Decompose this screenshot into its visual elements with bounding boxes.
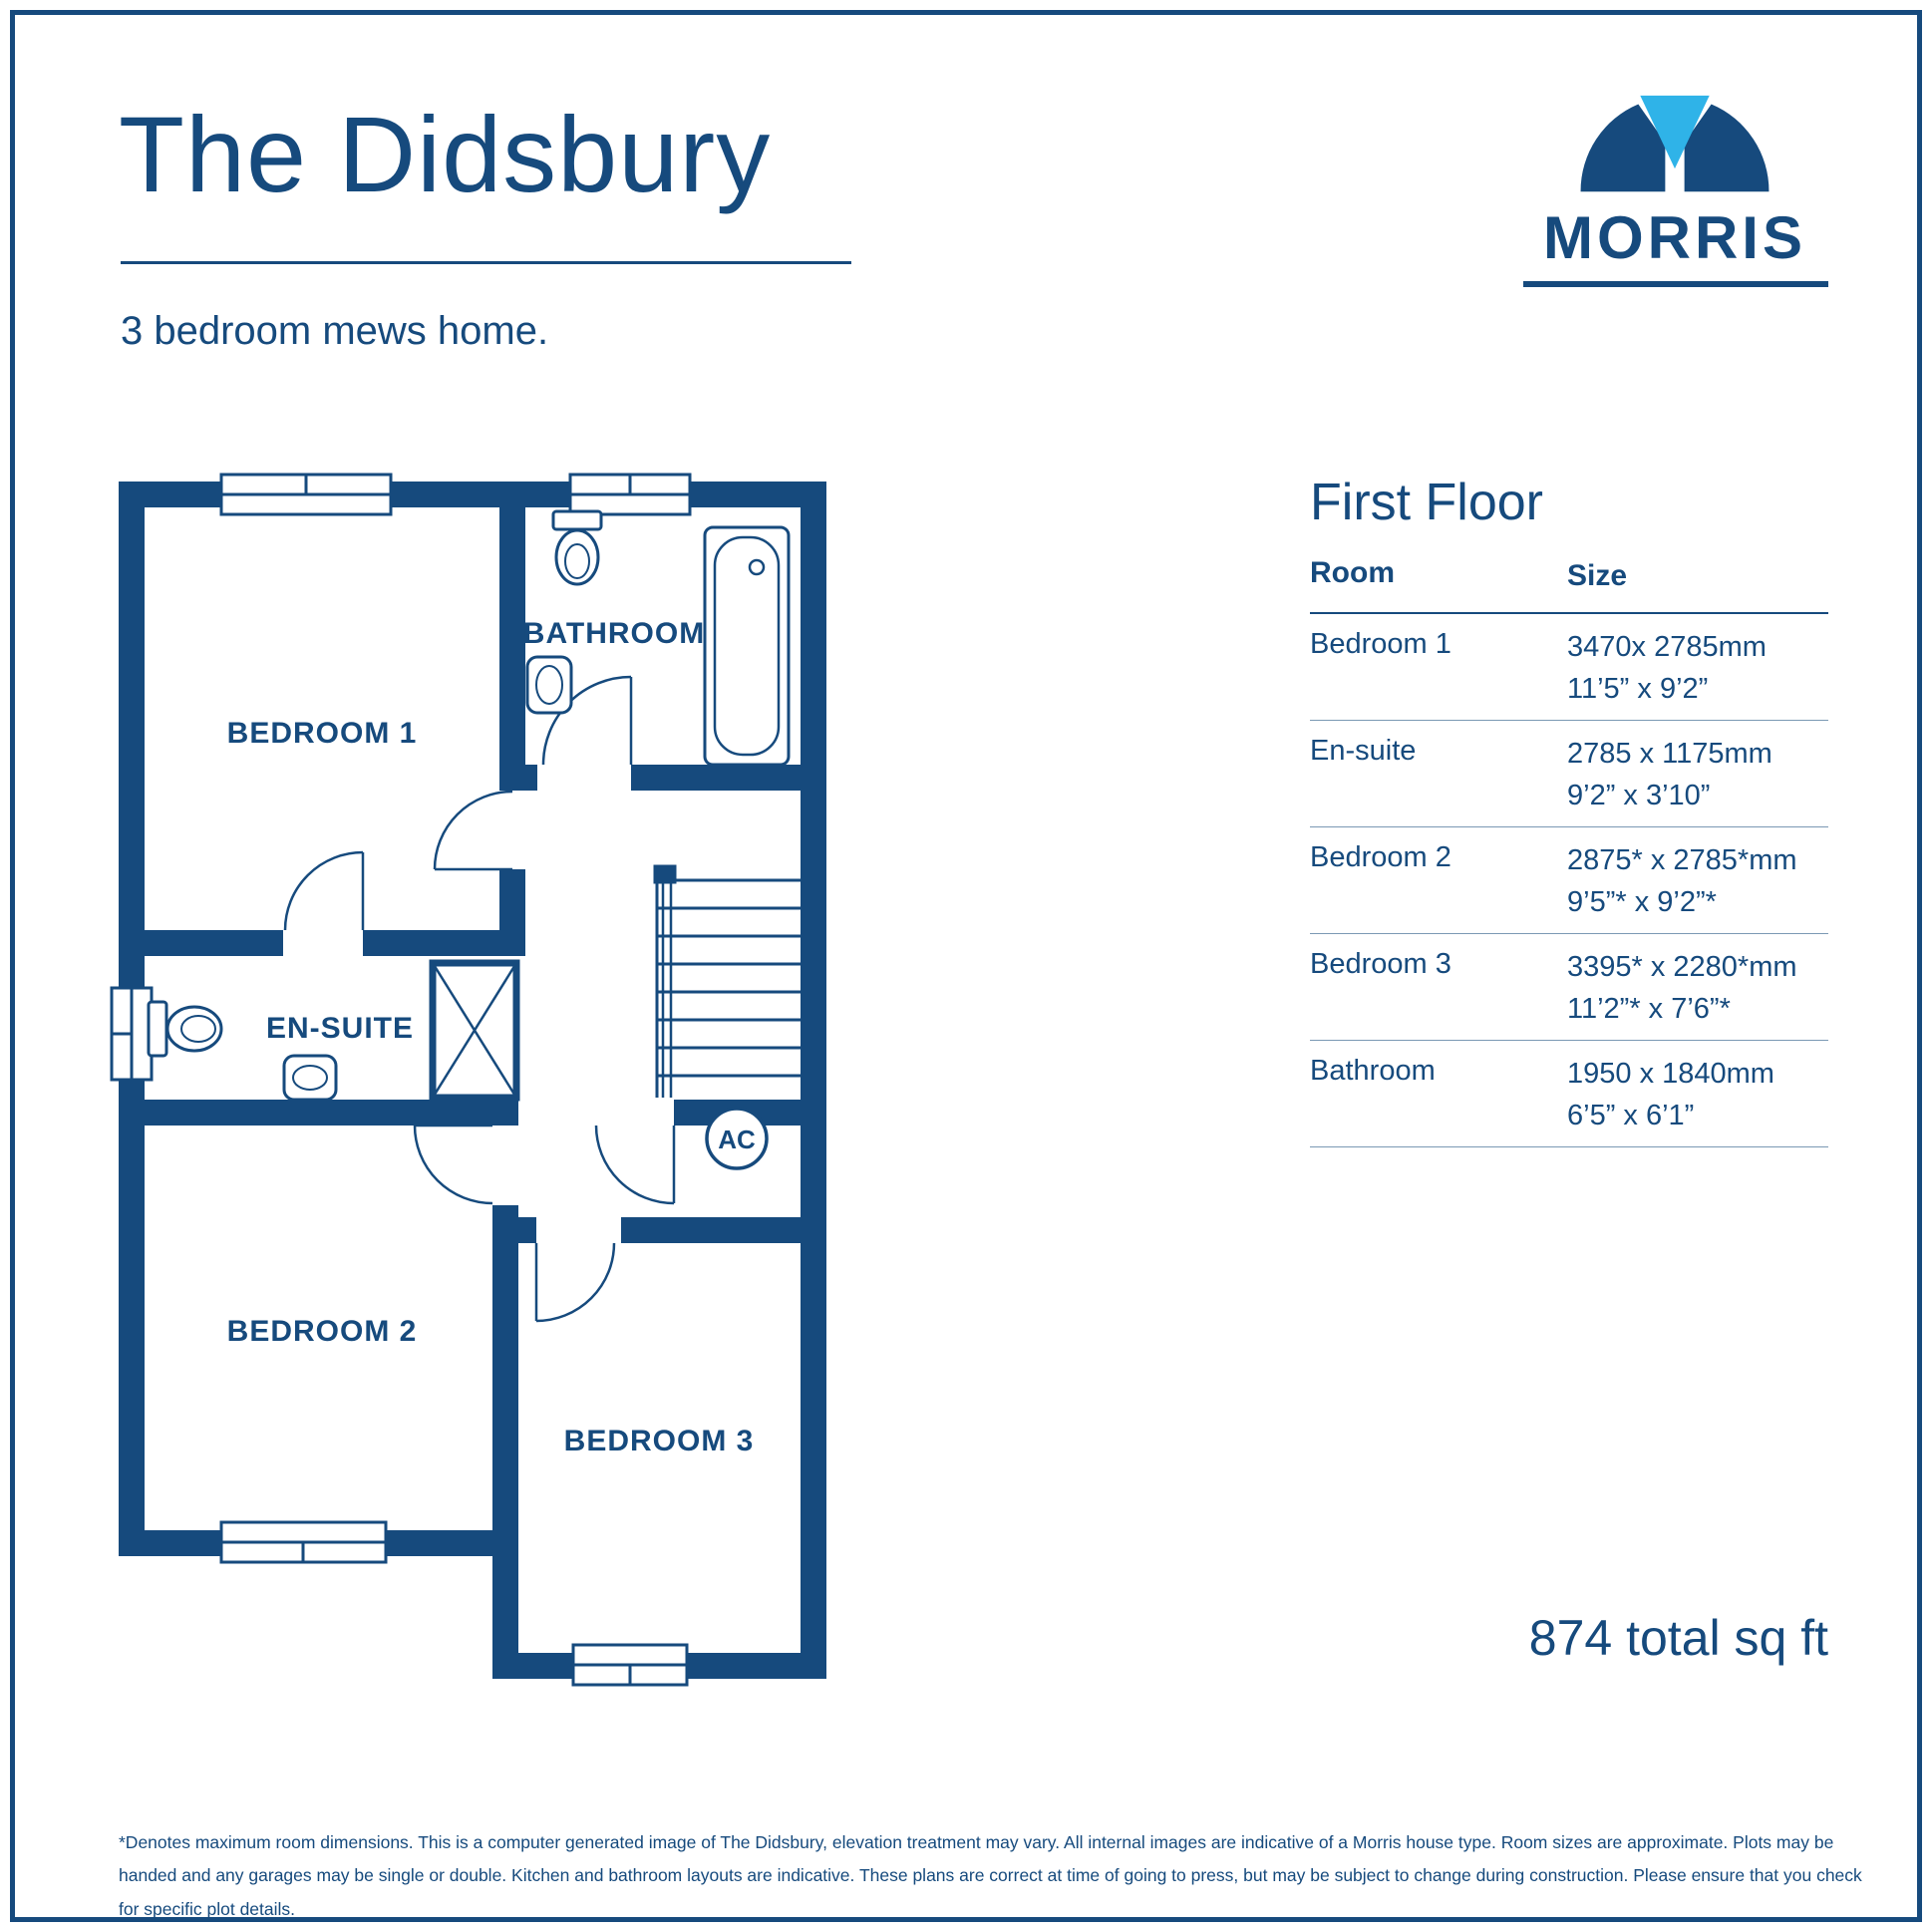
title-underline [121, 261, 851, 264]
room-size: 2785 x 1175mm 9’2” x 3’10” [1567, 733, 1828, 816]
disclaimer-text: *Denotes maximum room dimensions. This i… [119, 1832, 1862, 1919]
toilet-icon [551, 509, 603, 586]
window-icon [219, 1520, 388, 1564]
room-name: Bedroom 2 [1310, 840, 1451, 873]
column-header-room: Room [1310, 556, 1395, 589]
bathtub-icon [703, 525, 791, 767]
floorplan-diagram: BEDROOM 1 BATHROOM EN-SUITE BEDROOM 2 BE… [110, 473, 826, 1687]
window-icon [568, 473, 692, 516]
table-row: Bedroom 1 3470x 2785mm 11’5” x 9’2” [1310, 614, 1828, 721]
room-label-bedroom1: BEDROOM 1 [227, 717, 418, 750]
room-label-bedroom2: BEDROOM 2 [227, 1315, 418, 1348]
size-imperial: 9’2” x 3’10” [1567, 779, 1711, 811]
size-mm: 2785 x 1175mm [1567, 737, 1772, 770]
room-label-airing-cupboard: AC [718, 1125, 756, 1154]
shower-icon [429, 959, 520, 1102]
window-icon [110, 986, 154, 1082]
column-header-size: Size [1567, 559, 1628, 592]
size-mm: 3470x 2785mm [1567, 630, 1767, 663]
brand-name: MORRIS [1543, 204, 1806, 271]
door-swing-icon [413, 1124, 493, 1205]
room-label-bedroom3: BEDROOM 3 [564, 1425, 755, 1457]
door-swing-icon [594, 1125, 676, 1205]
window-icon [219, 473, 393, 516]
logo-left-sail [1580, 104, 1666, 192]
total-area: 874 total sq ft [1528, 1610, 1828, 1666]
size-mm: 1950 x 1840mm [1567, 1057, 1774, 1090]
morris-logo-icon [1580, 95, 1770, 192]
room-name: Bedroom 3 [1310, 947, 1451, 980]
room-size-table: Room Size Bedroom 1 3470x 2785mm 11’5” x… [1310, 554, 1828, 1147]
logo-right-sail [1684, 104, 1770, 192]
table-row: En-suite 2785 x 1175mm 9’2” x 3’10” [1310, 721, 1828, 827]
size-imperial: 11’2”* x 7’6”* [1567, 992, 1731, 1025]
size-imperial: 6’5” x 6’1” [1567, 1099, 1695, 1131]
size-mm: 2875* x 2785*mm [1567, 843, 1797, 876]
window-icon [571, 1643, 689, 1687]
toilet-icon [147, 1000, 223, 1058]
room-size: 1950 x 1840mm 6’5” x 6’1” [1567, 1053, 1828, 1136]
size-imperial: 9’5”* x 9’2”* [1567, 885, 1717, 918]
page-subtitle: 3 bedroom mews home. [121, 309, 549, 353]
fixtures [147, 509, 801, 1170]
door-swing-icon [283, 850, 365, 931]
table-row: Bathroom 1950 x 1840mm 6’5” x 6’1” [1310, 1041, 1828, 1147]
page-title: The Didsbury [119, 94, 772, 214]
size-mm: 3395* x 2280*mm [1567, 950, 1797, 983]
table-row: Bedroom 2 2875* x 2785*mm 9’5”* x 9’2”* [1310, 827, 1828, 934]
table-row: Bedroom 3 3395* x 2280*mm 11’2”* x 7’6”* [1310, 934, 1828, 1041]
room-label-ensuite: EN-SUITE [266, 1012, 414, 1045]
room-label-bathroom: BATHROOM [523, 617, 705, 650]
room-name: Bedroom 1 [1310, 627, 1451, 660]
room-name: Bathroom [1310, 1054, 1436, 1087]
windows [110, 473, 692, 1687]
door-swing-icon [534, 1242, 616, 1323]
table-header-row: Room Size [1310, 554, 1828, 614]
airing-cupboard-badge [705, 1107, 769, 1170]
room-size: 3470x 2785mm 11’5” x 9’2” [1567, 626, 1828, 710]
doors [283, 675, 676, 1323]
first-floor-heading: First Floor [1310, 474, 1543, 531]
sink-icon [282, 1054, 338, 1102]
sink-icon [525, 655, 573, 715]
logo-center-chevron [1640, 95, 1710, 169]
brand-underline [1523, 281, 1828, 287]
stairs-icon [653, 864, 801, 1098]
size-imperial: 11’5” x 9’2” [1567, 672, 1709, 705]
room-name: En-suite [1310, 734, 1417, 767]
room-size: 2875* x 2785*mm 9’5”* x 9’2”* [1567, 839, 1828, 923]
door-swing-icon [433, 790, 513, 871]
room-size: 3395* x 2280*mm 11’2”* x 7’6”* [1567, 946, 1828, 1030]
